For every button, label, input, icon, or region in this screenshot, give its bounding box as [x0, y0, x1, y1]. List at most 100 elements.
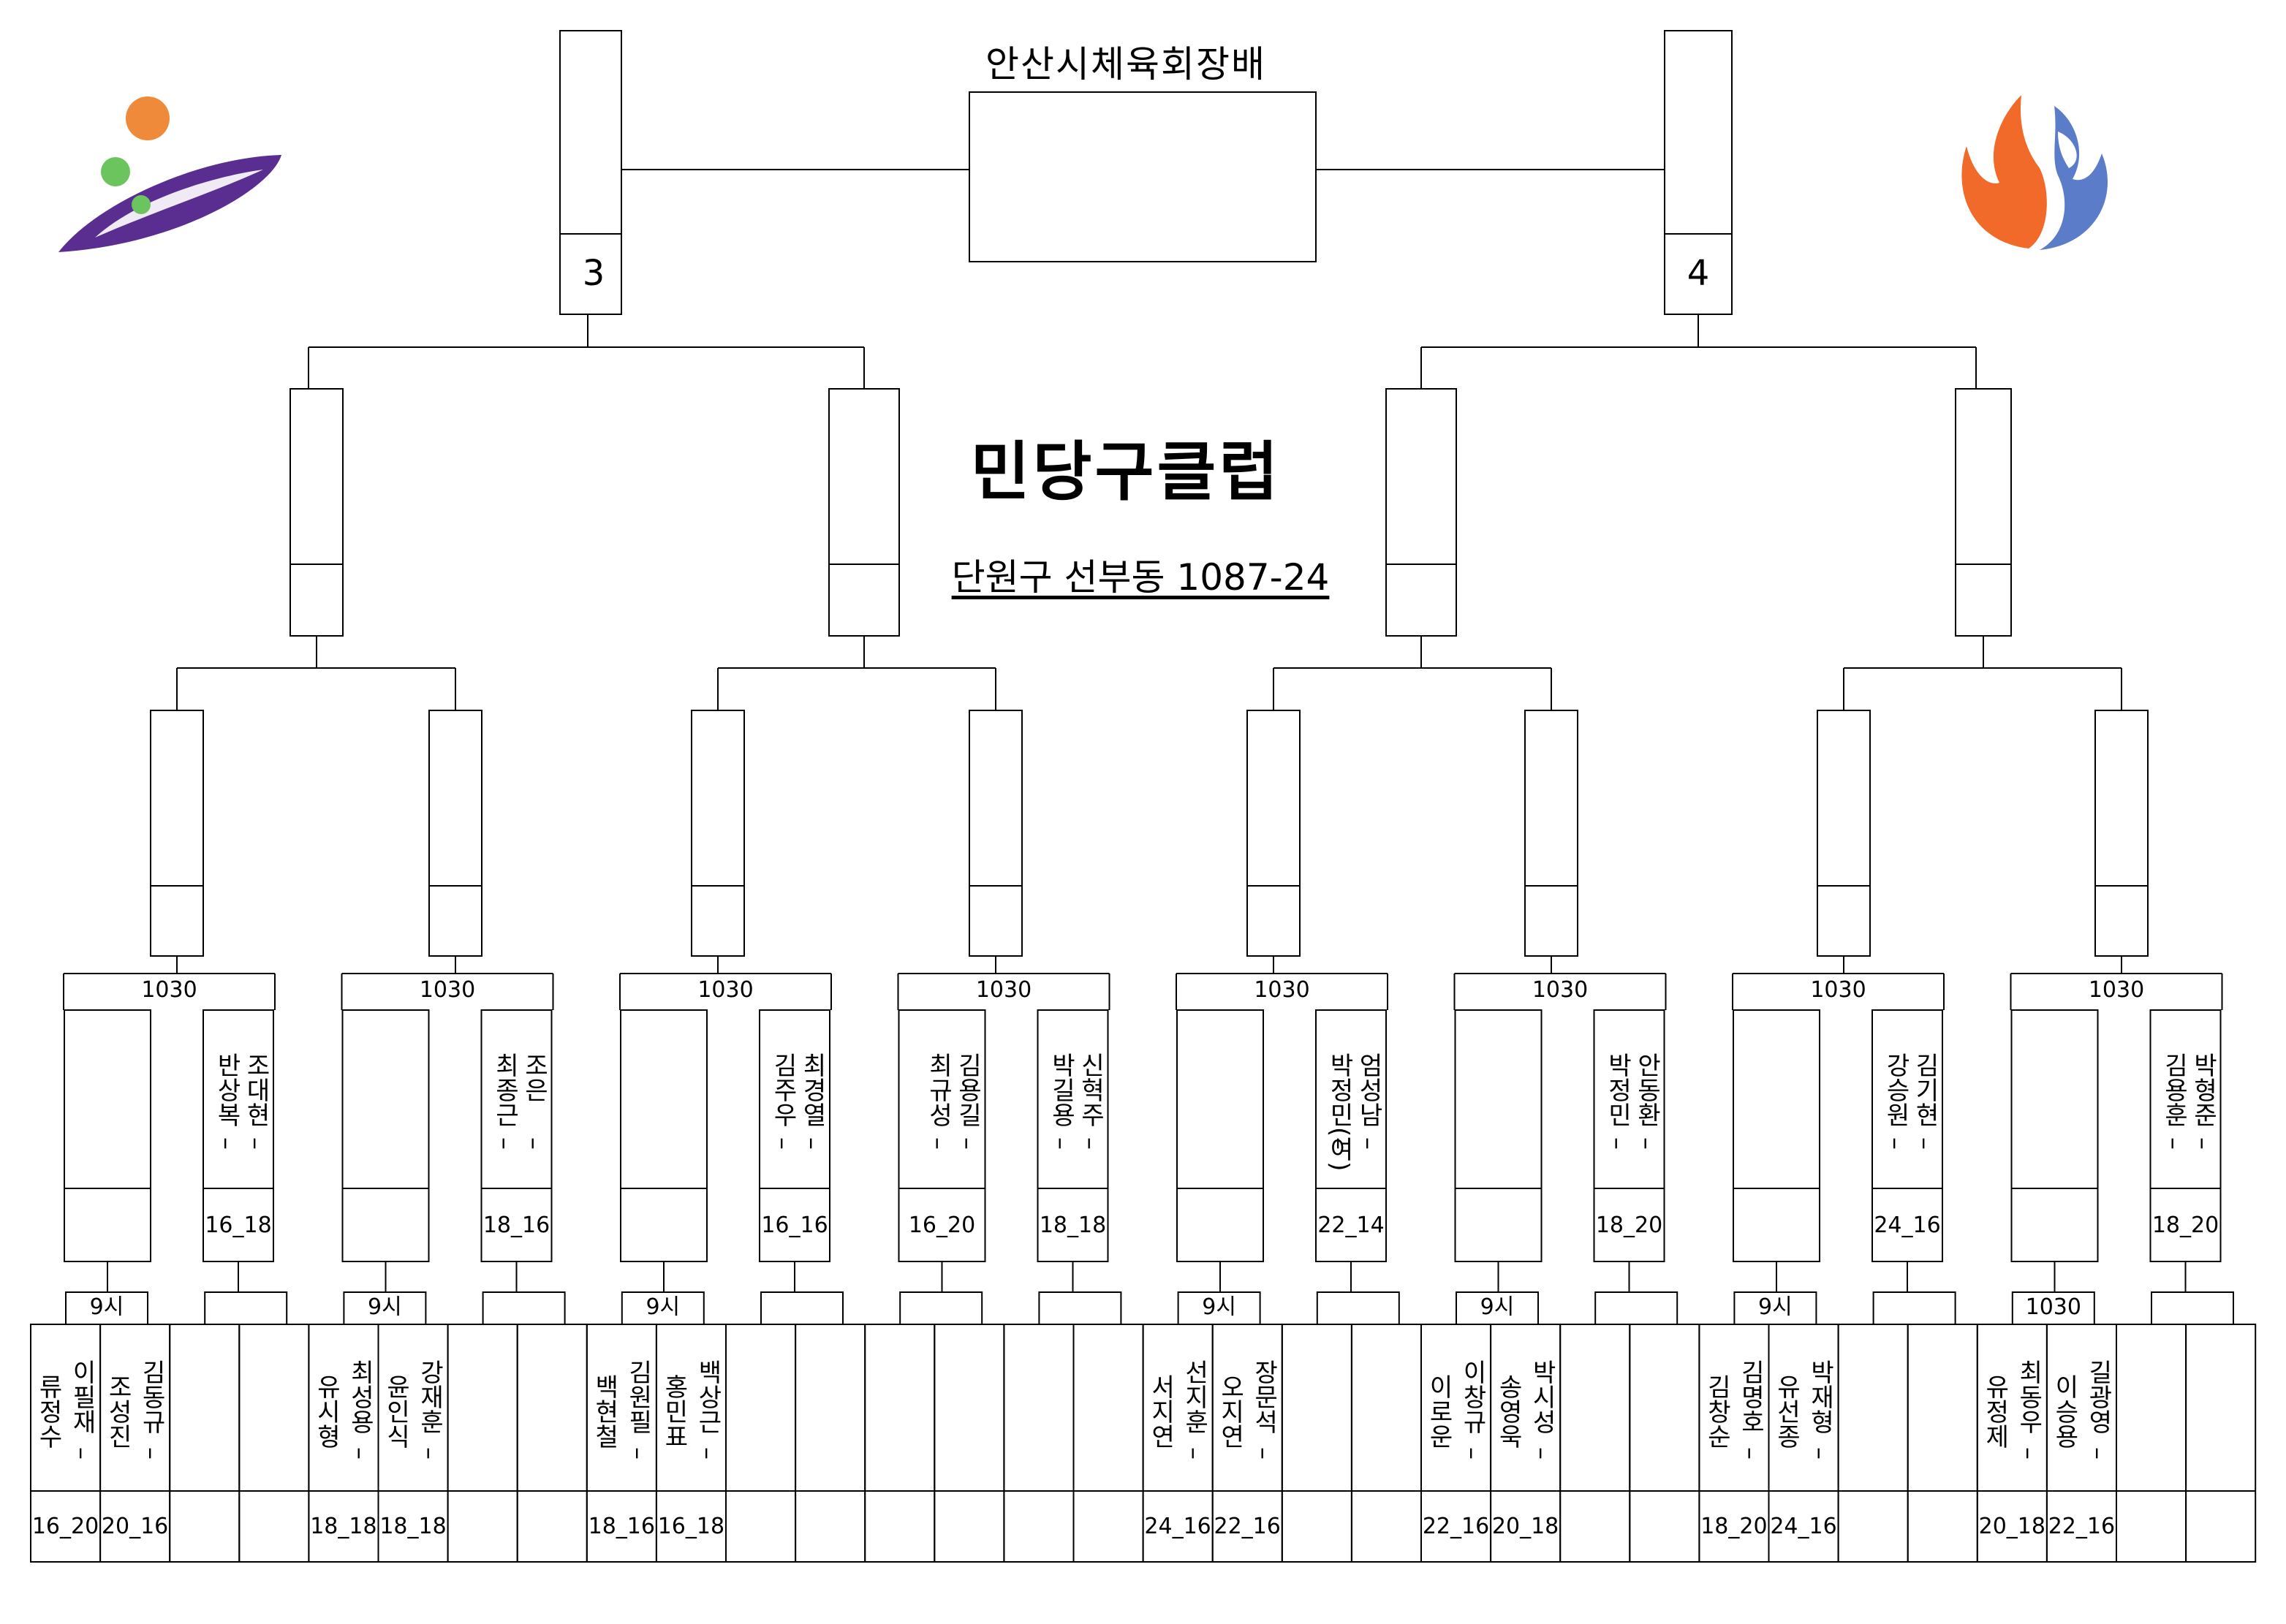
round32-cell — [2185, 1324, 2257, 1563]
name-dash: – — [1881, 1137, 1910, 1150]
semifinal-slot — [1955, 388, 2012, 637]
match-score: 20_18 — [1491, 1514, 1559, 1539]
match-time-label: 1030 — [2025, 1294, 2081, 1320]
final-center-box — [969, 91, 1317, 262]
match-time-label: 1030 — [419, 977, 476, 1003]
player-name: 류정수 — [34, 1374, 63, 1449]
player-name: 백현철 — [589, 1374, 619, 1449]
round32-cell — [238, 1324, 310, 1563]
round32-cell — [1281, 1324, 1352, 1563]
match-score: 24_16 — [1144, 1514, 1211, 1539]
match-time-label: 1030 — [2088, 977, 2145, 1003]
round32-cell — [1003, 1324, 1075, 1563]
name-dash: – — [490, 1137, 520, 1150]
name-dash: – — [2188, 1137, 2218, 1150]
name-dash: – — [2013, 1447, 2043, 1460]
round32-time-box — [1872, 1291, 1956, 1325]
match-time-label: 9시 — [1758, 1294, 1793, 1320]
match-score: 24_16 — [1874, 1213, 1941, 1238]
name-dash: – — [692, 1447, 722, 1460]
player-name: 이필재 — [67, 1359, 96, 1434]
name-dash: – — [1354, 1137, 1383, 1150]
player-name: 선지훈 — [1179, 1359, 1209, 1434]
name-dash: – — [953, 1137, 983, 1150]
player-name: 유시형 — [311, 1374, 341, 1449]
player-name: 백상근 — [692, 1359, 722, 1434]
player-name: 유선종 — [1771, 1374, 1801, 1449]
match-score: 22_14 — [1317, 1213, 1385, 1238]
match-score: 20_18 — [1978, 1514, 2045, 1539]
round32-cell — [864, 1324, 936, 1563]
round16-slot — [1733, 1009, 1820, 1262]
match-time-label: 9시 — [89, 1294, 124, 1320]
round32-cell — [795, 1324, 866, 1563]
match-score: 18_18 — [310, 1514, 377, 1539]
quarterfinal-slot — [1817, 710, 1871, 957]
player-name: 이로운 — [1424, 1374, 1453, 1449]
match-time-label: 1030 — [1254, 977, 1310, 1003]
player-name: 김기현 — [1910, 1052, 1939, 1127]
quarterfinal-slot — [691, 710, 745, 957]
orange-dot-icon — [126, 96, 170, 140]
match-score: 16_20 — [908, 1213, 976, 1238]
round16-slot — [1176, 1009, 1264, 1262]
club-name: 민당구클럽 — [970, 434, 1282, 509]
round32-cell — [1837, 1324, 1909, 1563]
club-address: 단원구 선부동 1087-24 — [951, 556, 1330, 599]
round32-cell — [1072, 1324, 1144, 1563]
round32-cell — [2116, 1324, 2187, 1563]
player-name: 김주우 — [768, 1052, 798, 1127]
player-name: 박길용 — [1046, 1052, 1076, 1127]
round32-time-box — [2151, 1291, 2234, 1325]
round32-time-box — [760, 1291, 844, 1325]
name-dash: – — [415, 1447, 444, 1460]
player-name: 유정제 — [1980, 1374, 2010, 1449]
quarterfinal-slot — [428, 710, 482, 957]
round32-cell — [1350, 1324, 1423, 1563]
round16-slot — [1454, 1009, 1543, 1262]
player-name: 박시성 — [1527, 1359, 1557, 1434]
semifinal-slot — [828, 388, 900, 637]
semifinal-slot — [289, 388, 344, 637]
match-score: 16_16 — [761, 1213, 828, 1238]
name-dash: – — [137, 1447, 167, 1460]
match-score: 18_16 — [588, 1514, 655, 1539]
match-time-label: 9시 — [368, 1294, 402, 1320]
name-dash: – — [923, 1137, 953, 1150]
match-time-label: 9시 — [646, 1294, 681, 1320]
player-name: 서지연 — [1146, 1374, 1176, 1449]
round32-cell — [1629, 1324, 1700, 1563]
name-dash: – — [1602, 1137, 1632, 1150]
quarterfinal-slot — [1246, 710, 1301, 957]
player-name: 강승원 — [1881, 1052, 1910, 1127]
round32-time-box — [899, 1291, 983, 1325]
seed-right: 4 — [1687, 253, 1710, 294]
match-score: 18_16 — [482, 1213, 550, 1238]
round32-time-box — [2011, 1291, 2095, 1325]
player-name: 이창규 — [1458, 1359, 1487, 1434]
name-dash: – — [768, 1137, 798, 1150]
match-score: 22_16 — [1422, 1514, 1490, 1539]
round32-time-box — [1733, 1291, 1817, 1325]
name-dash: – — [67, 1447, 96, 1460]
round32-time-box — [1316, 1291, 1400, 1325]
name-dash: – — [1632, 1137, 1662, 1150]
player-name: 최동우 — [2013, 1359, 2043, 1434]
player-name: 김명호 — [1736, 1359, 1765, 1434]
player-name: 윤인식 — [381, 1374, 411, 1449]
match-score: 18_18 — [379, 1514, 447, 1539]
player-name: 조성진 — [103, 1374, 133, 1449]
name-dash: – — [2083, 1447, 2113, 1460]
name-dash: – — [212, 1137, 241, 1150]
match-score: 16_20 — [31, 1514, 99, 1539]
match-score: 20_16 — [101, 1514, 169, 1539]
name-dash: – — [1458, 1447, 1487, 1460]
round32-time-box — [1038, 1291, 1122, 1325]
round32-cell — [934, 1324, 1005, 1563]
player-name: 신혁주 — [1075, 1052, 1105, 1127]
player-name: 길광영 — [2083, 1359, 2113, 1434]
quarterfinal-slot — [969, 710, 1023, 957]
player-name: 김용길 — [953, 1052, 983, 1127]
name-dash: – — [1736, 1447, 1765, 1460]
flame-icon — [1961, 95, 2047, 248]
